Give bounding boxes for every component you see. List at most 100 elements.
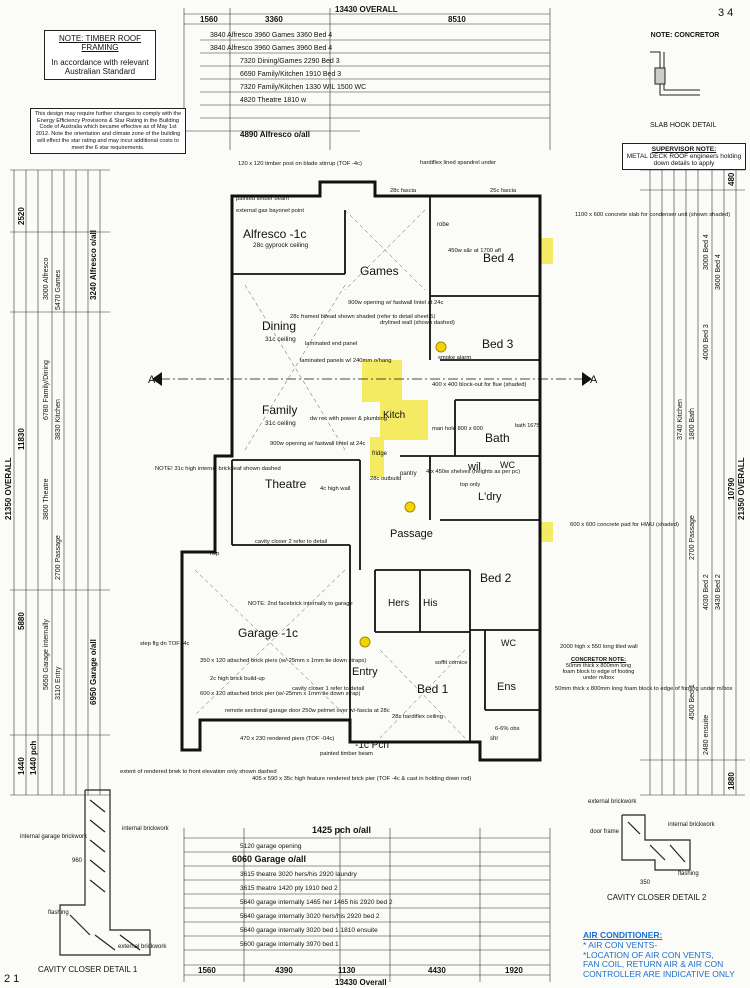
- left-seg-3: 11830: [17, 428, 26, 450]
- cavity-closer-detail-2-drawing: [621, 814, 691, 871]
- room-labels: Alfresco -1c 28c gyprock ceiling Games B…: [238, 222, 539, 751]
- annot-29: 600 x 600 concrete pad for HWU (shaded): [570, 522, 679, 528]
- right-dimension-block: [640, 169, 745, 796]
- annot-35: soffit cornice: [435, 660, 467, 666]
- section-mark-left: A: [148, 374, 156, 386]
- annot-5: external gas bayonet point: [236, 208, 304, 214]
- annot-10: laminated end panel: [305, 341, 357, 347]
- top-seg-1: 1560: [200, 15, 218, 24]
- right-row-3: 4000 Bed 3: [703, 324, 710, 360]
- right-row-10: 2480 ensuite: [703, 715, 710, 755]
- left-row-7: 5650 Garage internally: [43, 619, 50, 690]
- cavity-closer-detail-1-drawing: [59, 789, 151, 956]
- aircon-note: AIR CONDITIONER: * AIR CON VENTS- *LOCAT…: [583, 930, 743, 980]
- annot-18: NOTE! 31c high internal brick leaf shown…: [155, 466, 281, 472]
- left-row-6: 2700 Passage: [55, 535, 62, 580]
- annot-0: 120 x 120 timber post on blade stirrup (…: [238, 161, 362, 167]
- bottom-overall: 13430 Overall: [335, 978, 387, 987]
- right-seg-2: 10790: [727, 477, 736, 500]
- room-dining: Dining: [262, 319, 296, 333]
- left-dimension-block: [10, 169, 110, 796]
- concretor-title: NOTE: CONCRETOR: [650, 32, 720, 39]
- annot-31: 50mm thick x 800mm long foam block to ed…: [555, 686, 733, 692]
- left-seg-4: 5880: [17, 612, 26, 630]
- bottom-dimension-block: [183, 828, 551, 982]
- bottom-dimension-text: 1425 pch o/all 5120 garage opening 6060 …: [198, 825, 523, 987]
- annot-19: cavity closer 2 refer to detail: [255, 539, 327, 545]
- top-row-4: 6690 Family/Kitchen 1910 Bed 3: [240, 71, 341, 78]
- energy-note-text: This design may require further changes …: [34, 111, 182, 151]
- bottom-row-2: 3615 theatre 3020 hers/his 2920 laundry: [240, 871, 357, 878]
- cc1-label-2: flashing: [48, 910, 69, 916]
- left-row-8: 3110 Entry: [55, 666, 62, 700]
- internal-walls: [231, 196, 540, 742]
- concretor-note: NOTE: CONCRETOR: [628, 30, 742, 41]
- cc1-label-1: internal brickwork: [122, 826, 170, 832]
- annot-41: rwp: [210, 551, 219, 557]
- aircon-line-4: CONTROLLER ARE INDICATIVE ONLY: [583, 969, 735, 980]
- house-walls: [180, 180, 542, 762]
- annot-25: remote sectional garage door 250w pelmet…: [225, 708, 390, 714]
- annot-4: painted timber beam: [236, 196, 289, 202]
- annot-7: 900w opening w/ fastwall lintel at 24c: [348, 300, 443, 306]
- top-dimension-text: 13430 OVERALL 1560 3360 8510 3840 Alfres…: [200, 5, 466, 139]
- room-family: Family: [262, 403, 297, 417]
- left-seg-5: 6950 Garage o/all: [89, 639, 98, 705]
- top-alfresco-oa: 4890 Alfresco o/all: [240, 130, 310, 139]
- supervisor-body: METAL DECK ROOF engineers holding down d…: [626, 153, 742, 167]
- annotations: 120 x 120 timber post on blade stirrup (…: [120, 160, 733, 782]
- annot-20: NOTE: 2nd facebrick internally to garage: [248, 601, 353, 607]
- room-passage: Passage: [390, 528, 433, 540]
- room-hers: Hers: [388, 598, 409, 609]
- label-fridge: fridge: [372, 451, 388, 457]
- room-bed4: Bed 4: [483, 251, 515, 265]
- bottom-seg-3: 1130: [338, 966, 356, 975]
- left-row-4: 3830 Kitchen: [55, 399, 62, 440]
- annot-22: 2c high brick build-up: [210, 676, 265, 682]
- annot-38: 28c outbuild: [370, 476, 401, 482]
- section-mark-right: A: [590, 374, 598, 386]
- supervisor-title: SUPERVISOR NOTE:: [651, 146, 717, 153]
- bottom-seg-1: 1560: [198, 966, 216, 975]
- right-seg-3: 1880: [727, 772, 736, 790]
- room-kitch: Kitch: [383, 410, 405, 421]
- aircon-line-3: FAN COIL, RETURN AIR & AIR CON: [583, 959, 724, 970]
- right-row-9: 4500 Bed 1: [689, 684, 696, 720]
- slab-hook-title: SLAB HOOK DETAIL: [650, 122, 716, 129]
- page-number-bottom: 2 1: [4, 973, 19, 985]
- concretor-note-2-body: 50mm thick x 800mm long foam block to ed…: [562, 663, 635, 681]
- cc1-label-0: internal garage brickwork: [20, 834, 88, 840]
- annot-33: painted timber beam: [320, 751, 373, 757]
- bottom-row-6: 5640 garage internally 3020 bed 1 1810 e…: [240, 927, 378, 934]
- annot-24: cavity closer 1 refer to detail: [292, 686, 364, 692]
- detail-labels: CAVITY CLOSER DETAIL 1 internal garage b…: [20, 122, 716, 974]
- bottom-row-1: 5120 garage opening: [240, 843, 302, 850]
- aircon-line-2: *LOCATION OF AIR CON VENTS,: [583, 949, 714, 960]
- annot-36: 6-6% obs: [495, 726, 520, 732]
- right-seg-1: 480: [727, 172, 736, 186]
- annot-39: top only: [460, 482, 480, 488]
- room-wc: WC: [500, 460, 515, 470]
- right-dimension-text: 21350 OVERALL 480 10790 1880 3000 Bed 4 …: [677, 172, 746, 790]
- aircon-line-1: * AIR CON VENTS-: [583, 939, 658, 950]
- annot-17: 4 x 450w shelves (heights as per pc): [426, 469, 520, 475]
- cc1-label-4: 960: [72, 858, 83, 864]
- room-wc2: WC: [501, 638, 516, 648]
- top-row-6: 4820 Theatre 1810 w: [240, 97, 307, 104]
- right-overall: 21350 OVERALL: [737, 457, 746, 520]
- annot-12: dw rec with power & plumbing: [310, 416, 387, 422]
- annot-23: 600 x 120 attached brick pier (w/-25mm x…: [200, 691, 361, 697]
- right-row-7: 4030 Bed 2: [703, 574, 710, 610]
- room-his: His: [423, 598, 437, 609]
- right-row-8: 3430 Bed 2: [715, 574, 722, 610]
- room-alfresco: Alfresco -1c: [243, 227, 306, 241]
- left-overall: 21350 OVERALL: [4, 457, 13, 520]
- bottom-row-3: 3615 theatre 1420 pty 1910 bed 2: [240, 885, 338, 892]
- room-entry: Entry: [352, 666, 378, 678]
- bottom-row-5: 5640 garage internally 3020 hers/his 292…: [240, 913, 380, 920]
- top-row-2: 3840 Alfresco 3960 Games 3960 Bed 4: [210, 45, 332, 52]
- left-row-3: 6780 Family/Dining: [43, 360, 50, 420]
- left-row-2: 5470 Games: [55, 269, 62, 310]
- page-number-top: 3 4: [718, 7, 733, 19]
- top-row-1: 3840 Alfresco 3960 Games 3360 Bed 4: [210, 32, 332, 39]
